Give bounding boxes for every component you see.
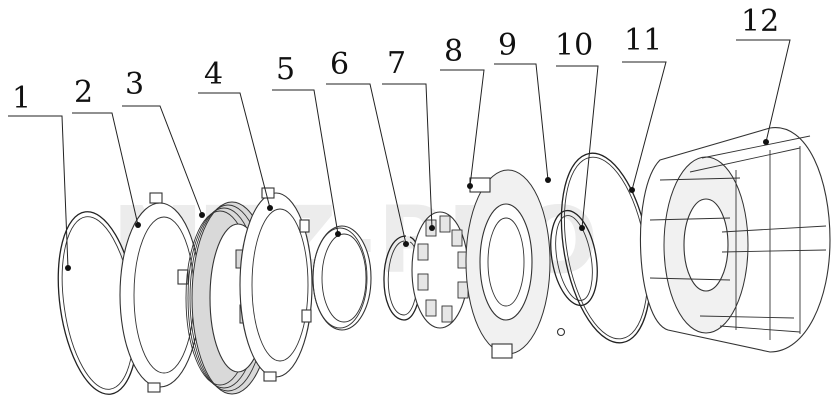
callout-dot-5 bbox=[335, 231, 341, 237]
callout-label-3: 3 bbox=[125, 67, 144, 102]
callout-dot-2 bbox=[135, 222, 141, 228]
callout-label-7: 7 bbox=[387, 46, 406, 81]
callout-label-10: 10 bbox=[555, 28, 593, 63]
callout-label-5: 5 bbox=[276, 52, 295, 87]
callout-dot-9 bbox=[545, 177, 551, 183]
part-7-spring-pack bbox=[411, 211, 469, 329]
callout-dot-1 bbox=[65, 265, 71, 271]
callout-label-2: 2 bbox=[74, 75, 93, 110]
callout-dot-7 bbox=[429, 225, 435, 231]
part-2-tabbed-plate bbox=[119, 192, 201, 393]
part-4-separator-plate bbox=[239, 187, 313, 382]
callout-dot-8 bbox=[467, 183, 473, 189]
callout-label-6: 6 bbox=[330, 47, 349, 82]
callout-label-12: 12 bbox=[741, 4, 779, 39]
callout-dot-4 bbox=[267, 205, 273, 211]
part-9-ball bbox=[556, 327, 566, 337]
callout-leaders bbox=[8, 39, 791, 271]
callout-labels: 1 2 3 4 5 6 7 8 9 10 11 12 bbox=[12, 4, 779, 116]
callout-label-8: 8 bbox=[444, 34, 463, 69]
callout-label-1: 1 bbox=[12, 81, 31, 116]
callout-label-11: 11 bbox=[624, 23, 662, 58]
callout-label-9: 9 bbox=[498, 28, 517, 63]
callout-dot-6 bbox=[403, 241, 409, 247]
callout-dot-11 bbox=[629, 187, 635, 193]
callout-label-4: 4 bbox=[204, 57, 223, 92]
callout-dot-10 bbox=[579, 225, 585, 231]
part-5-pressure-ring bbox=[312, 225, 372, 331]
part-8-piston-plate bbox=[465, 169, 551, 359]
callout-dot-12 bbox=[763, 139, 769, 145]
callout-dot-3 bbox=[199, 212, 205, 218]
part-12-clutch-drum bbox=[639, 127, 831, 353]
